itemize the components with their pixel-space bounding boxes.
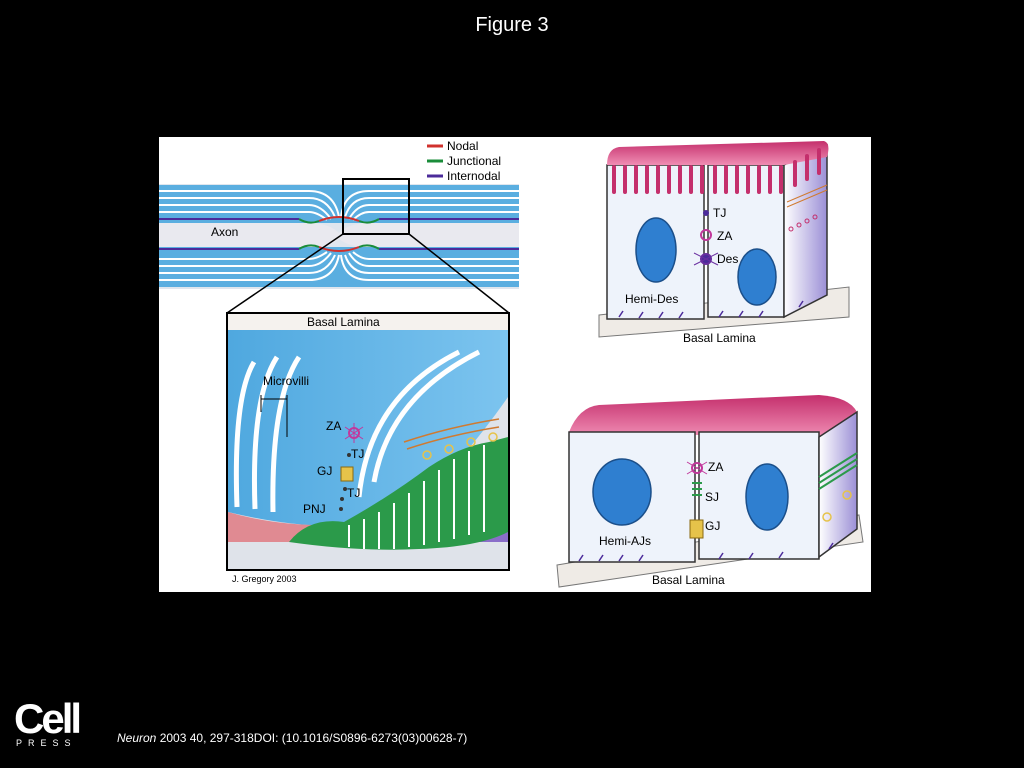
inset-tj-lower-label: TJ: [347, 486, 360, 500]
bottom-za-label: ZA: [708, 460, 723, 474]
bottom-hemi-ajs-label: Hemi-AJs: [599, 534, 651, 548]
inset-diagram: Basal Lamina Microvilli: [226, 312, 510, 584]
bottom-sj-label: SJ: [705, 490, 719, 504]
nucleus: [737, 248, 777, 306]
bottom-gj-label: GJ: [705, 519, 720, 533]
nerve-diagram: Axon: [159, 178, 519, 314]
inset-basal-lamina-label: Basal Lamina: [307, 315, 380, 329]
top-basal-lamina-label: Basal Lamina: [683, 331, 756, 345]
cell-press-logo: Cell PRESS: [14, 695, 86, 750]
figure-svg: Axon Nodal Junctional Internodal Basal L…: [159, 139, 864, 588]
epithelium-bottom: ZA SJ GJ Hemi-AJs Basal Lamina: [556, 395, 864, 588]
inset-gj-label: GJ: [317, 464, 332, 478]
inset-tj-upper-label: TJ: [351, 447, 364, 461]
logo-word: Cell: [14, 695, 82, 742]
microvilli-label: Microvilli: [263, 374, 309, 388]
legend-label-internodal: Internodal: [447, 169, 500, 183]
nucleus: [592, 458, 652, 526]
top-tj-label: TJ: [713, 206, 726, 220]
logo-sub: PRESS: [16, 738, 77, 748]
legend: Nodal Junctional Internodal: [427, 139, 501, 183]
bottom-basal-lamina-label: Basal Lamina: [652, 573, 725, 587]
top-za-label: ZA: [717, 229, 732, 243]
legend-label-junctional: Junctional: [447, 154, 501, 168]
inset-junction-chain: [339, 423, 364, 511]
zoom-box: [342, 178, 410, 235]
slide-title: Figure 3: [475, 14, 549, 36]
legend-label-nodal: Nodal: [447, 139, 478, 153]
top-des-label: Des: [717, 252, 738, 266]
journal-name: Neuron: [117, 731, 157, 745]
epithelium-top: TJ ZA Des Hemi-Des Basal Lamina: [598, 141, 850, 345]
nucleus: [635, 217, 677, 283]
citation-text: 2003 40, 297-318DOI: (10.1016/S0896-6273…: [156, 731, 468, 745]
top-hemi-des-label: Hemi-Des: [625, 292, 678, 306]
nucleus: [745, 463, 789, 531]
axon-label: Axon: [211, 225, 238, 239]
inset-za-label: ZA: [326, 419, 341, 433]
credit-label: J. Gregory 2003: [232, 574, 297, 584]
figure-panel: Axon Nodal Junctional Internodal Basal L…: [159, 137, 871, 592]
citation: Neuron 2003 40, 297-318DOI: (10.1016/S08…: [117, 731, 467, 745]
inset-pnj-label: PNJ: [303, 502, 326, 516]
